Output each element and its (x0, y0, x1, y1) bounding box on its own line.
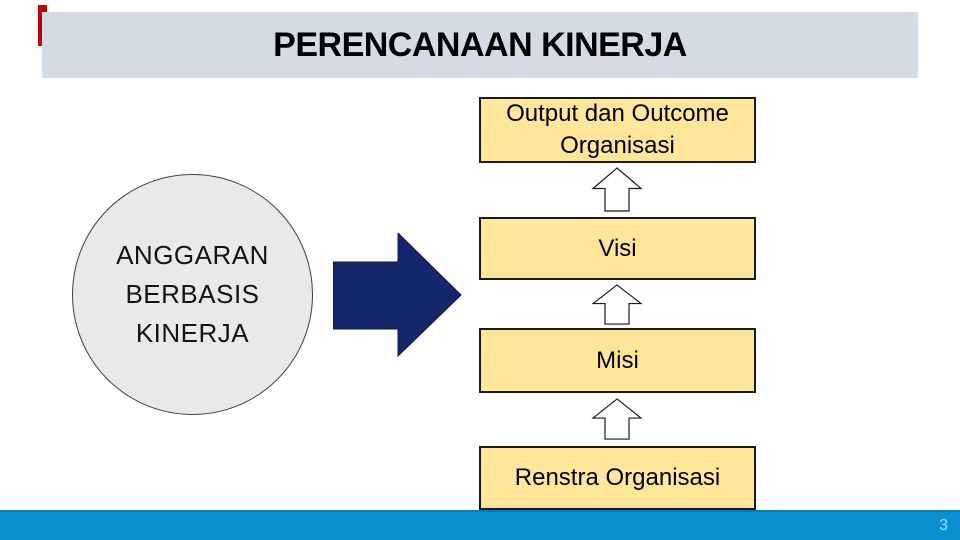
flow-box-label: Output dan Outcome Organisasi (506, 100, 729, 159)
page-title: PERENCANAAN KINERJA (273, 25, 687, 64)
flow-box-label: Renstra Organisasi (514, 464, 721, 492)
circle-text-line: KINERJA (135, 318, 250, 348)
right-arrow-icon (333, 233, 462, 357)
circle-text-line: BERBASIS (125, 279, 260, 309)
flow-box-label: Visi (598, 234, 637, 262)
flow-box-misi: Misi (479, 328, 756, 393)
up-arrow-icon (591, 398, 643, 440)
up-arrow-icon (591, 284, 643, 325)
flow-box-renstra: Renstra Organisasi (479, 446, 756, 510)
anggaran-circle: ANGGARAN BERBASIS KINERJA (72, 174, 313, 415)
circle-text-line: ANGGARAN (116, 240, 269, 270)
flow-box-output-outcome: Output dan Outcome Organisasi (479, 97, 756, 163)
title-bar: PERENCANAAN KINERJA (42, 12, 918, 78)
footer-bar: 3 (0, 510, 960, 540)
page-number: 3 (939, 517, 948, 534)
up-arrow-icon (591, 167, 643, 212)
flow-box-label: Misi (596, 346, 639, 374)
flow-box-visi: Visi (479, 217, 756, 280)
